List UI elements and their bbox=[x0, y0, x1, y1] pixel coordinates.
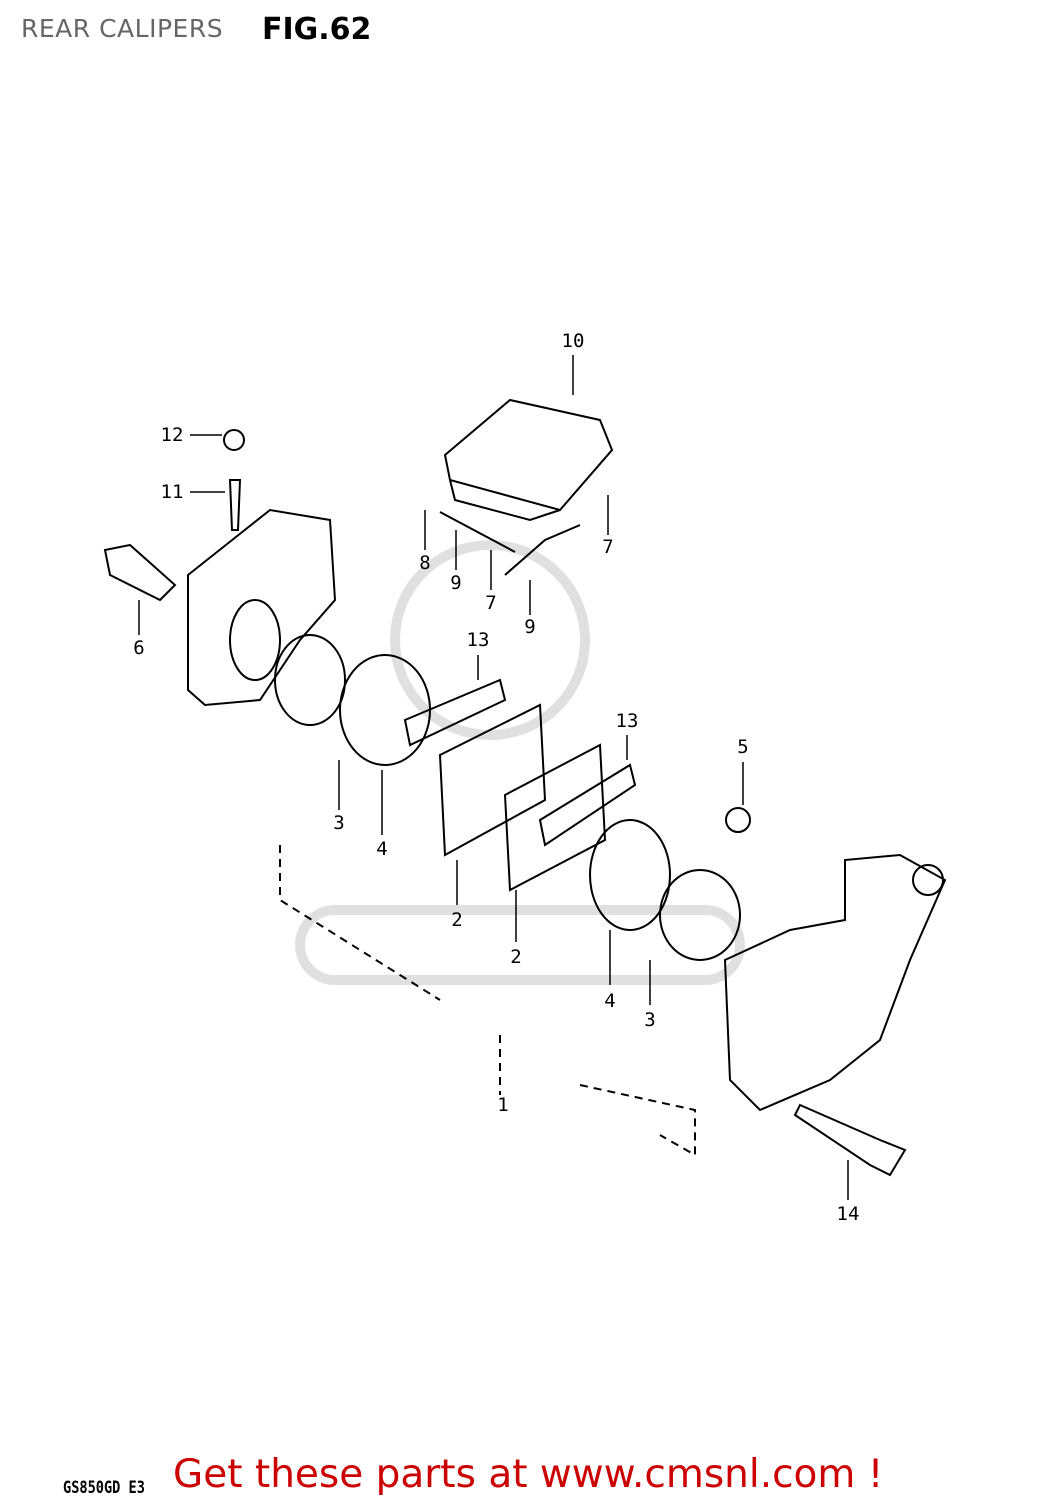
assembly-bracket-line bbox=[279, 845, 696, 1157]
caliper-left-bore bbox=[229, 599, 281, 681]
bleeder-valve bbox=[228, 479, 242, 531]
seal-right bbox=[589, 819, 671, 931]
caliper-right-hole bbox=[912, 864, 944, 896]
figure-label: FIG.62 bbox=[262, 12, 372, 47]
callout-label: 5 bbox=[737, 736, 749, 758]
callout-label: 3 bbox=[333, 812, 345, 834]
bleeder-cap bbox=[223, 429, 245, 451]
brake-pad-1 bbox=[438, 703, 547, 857]
watermark-logo bbox=[295, 540, 745, 985]
callout-label: 9 bbox=[450, 572, 462, 594]
caliper-right bbox=[723, 853, 947, 1112]
callout-label: 10 bbox=[561, 330, 585, 352]
piston-right bbox=[659, 869, 741, 961]
callout-label: 1 bbox=[497, 1094, 509, 1116]
leader-lines bbox=[138, 355, 849, 1200]
callout-label: 6 bbox=[133, 637, 145, 659]
callout-label: 2 bbox=[510, 946, 522, 968]
callout-label: 7 bbox=[602, 536, 614, 558]
shop-link[interactable]: Get these parts at www.cmsnl.com ! bbox=[173, 1452, 884, 1497]
caliper-left bbox=[187, 508, 337, 707]
pad-shim-1 bbox=[403, 678, 507, 747]
callout-label: 7 bbox=[485, 592, 497, 614]
seal-left bbox=[339, 654, 431, 766]
model-code: GS850GD E3 bbox=[63, 1478, 145, 1498]
callout-label: 9 bbox=[524, 616, 536, 638]
callout-label: 8 bbox=[419, 552, 431, 574]
callout-label: 12 bbox=[160, 424, 184, 446]
caliper-bolt-right bbox=[793, 1103, 907, 1177]
pad-pin bbox=[439, 511, 516, 553]
piston-left bbox=[274, 634, 346, 726]
washer bbox=[725, 807, 751, 833]
callout-label: 3 bbox=[644, 1009, 656, 1031]
callout-label: 14 bbox=[836, 1203, 860, 1225]
brake-pad-2 bbox=[503, 743, 607, 892]
page-title: REAR CALIPERS bbox=[21, 14, 224, 43]
caliper-bolt-left bbox=[103, 543, 177, 602]
callout-label: 4 bbox=[604, 990, 616, 1012]
callout-label: 11 bbox=[160, 481, 184, 503]
pad-spring bbox=[504, 524, 581, 576]
pad-cover bbox=[443, 398, 614, 522]
pad-shim-2 bbox=[538, 763, 637, 847]
callout-label: 13 bbox=[466, 629, 490, 651]
callout-label: 13 bbox=[615, 710, 639, 732]
callout-label: 2 bbox=[451, 909, 463, 931]
callout-label: 4 bbox=[376, 838, 388, 860]
